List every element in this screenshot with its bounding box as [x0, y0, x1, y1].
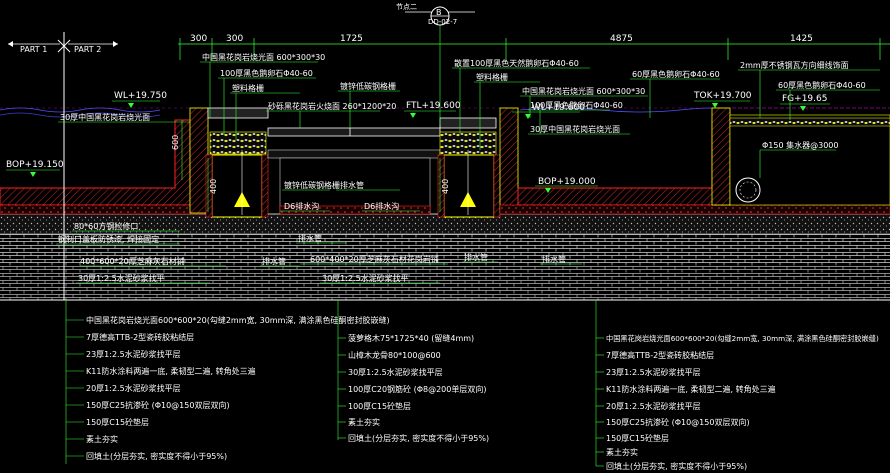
ground-layers — [0, 213, 890, 301]
note-d6-trench-a: D6排水沟 — [284, 201, 319, 211]
note-pebble-60-b: 60厚黑色鹅卵石Φ40-60 — [778, 80, 866, 90]
right-pool-structure — [499, 107, 890, 215]
compact-soil-band — [0, 264, 890, 300]
elevation-tok: TOK+19.700 — [693, 91, 752, 101]
left-pool-structure — [0, 107, 269, 215]
layer-left-2: 7厚德高TTB-2型瓷砖胶粘结层 — [86, 332, 194, 342]
layer-right-9: 回填土(分层夯实, 密实度不得小于95%) — [606, 461, 747, 471]
note-paving-left: 400*600*20厚芝麻灰石材铺 — [80, 256, 185, 266]
note-drain-pipe-a: 排水管 — [340, 180, 364, 190]
dim-4875: 4875 — [610, 34, 633, 44]
layer-mid-2: 山樟木龙骨80*100@600 — [348, 350, 441, 360]
section-cut-marker — [8, 32, 118, 300]
note-steel-grating-mid: 镀锌低碳钢格栅 — [284, 180, 340, 190]
note-mortar-left: 30厚1:2.5水泥砂浆找平 — [78, 273, 165, 283]
elevation-wl-left: WL+19.750 — [114, 91, 167, 101]
layer-mid-7: 回填土(分层夯实, 密实度不得小于95%) — [348, 433, 489, 443]
layer-right-5: 20厚1:2.5水泥砂浆找平层 — [606, 401, 701, 411]
layer-right-3: 23厚1:2.5水泥砂浆找平层 — [606, 367, 701, 377]
top-note-leaders — [200, 61, 880, 150]
dim-600-vertical: 600 — [171, 135, 180, 150]
elevation-markers — [30, 103, 806, 193]
elevation-wl-mid: WL+19.600 — [532, 103, 585, 113]
note-pebble-left: 100厚黑色鹅卵石Φ40-60 — [220, 68, 313, 78]
soil-band — [0, 234, 890, 264]
side-note-leaders — [58, 121, 836, 178]
layer-left-3: 23厚1:2.5水泥砂浆找平层 — [86, 349, 181, 359]
layer-mid-3: 30厚1:2.5水泥砂浆找平层 — [348, 367, 443, 377]
layer-left-8: 素土夯实 — [86, 434, 118, 444]
layer-mid-6: 素土夯实 — [348, 417, 380, 427]
detail-letter: B — [436, 8, 442, 17]
note-pebble-60-a: 60厚黑色鹅卵石Φ40-60 — [632, 69, 720, 79]
mid-note-leaders — [56, 189, 582, 284]
note-access-hatch: 80*60方钢检修口 — [74, 221, 138, 231]
note-scattered-pebble: 散置100厚黑色天然鹅卵石Φ40-60 — [454, 58, 579, 68]
layer-mid-5: 100厚C15砼垫层 — [348, 401, 411, 411]
dim-300-b: 300 — [226, 34, 243, 44]
layer-left-5: 20厚1:2.5水泥砂浆找平层 — [86, 383, 181, 393]
vertical-dimensions — [181, 120, 441, 212]
left-drain-pit — [205, 150, 269, 218]
note-plastic-grid-right: 塑料格栅 — [476, 72, 508, 82]
layer-left-1: 中国黑花岗岩烧光面600*600*20(勾缝2mm宽, 30mm深, 满涂黑色硅… — [86, 315, 390, 325]
layer-right-4: K11防水涂料两遍一底, 柔韧型二遍, 转角处三遍 — [606, 384, 776, 394]
water-line — [0, 107, 890, 118]
layer-right-6: 150厚C25抗渗砼 (Φ10@150双层双向) — [606, 417, 750, 427]
layer-legend-leaders — [65, 300, 604, 467]
layer-right-1: 中国黑花岗岩烧光面600*600*20(勾缝2mm宽, 30mm深, 满涂黑色硅… — [606, 334, 879, 343]
layer-left-4: K11防水涂料两遍一底, 柔韧型二遍, 转角处三遍 — [86, 366, 256, 376]
note-granite-flamed: 砂砾黑花岗岩火烧面 260*1200*20 — [268, 101, 396, 111]
detail-drawing-no: DD-02-7 — [428, 18, 457, 26]
layer-left-6: 150厚C25抗渗砼 (Φ10@150双层双向) — [86, 400, 230, 410]
detail-ref: 节点二 — [396, 3, 417, 11]
layer-left-9: 回填土(分层夯实, 密实度不得小于95%) — [86, 451, 227, 461]
right-drain-pit — [437, 117, 501, 218]
layer-mid-1: 菠萝格木75*1725*40 (留缝4mm) — [348, 333, 474, 343]
layer-right-2: 7厚德高TTB-2型瓷砖胶粘结层 — [606, 350, 714, 360]
note-d6-trench-b: D6排水沟 — [364, 201, 399, 211]
part2-label: PART 2 — [74, 45, 101, 54]
layer-right-8: 素土夯实 — [606, 447, 638, 457]
note-pebble-right: 100厚黑色鹅卵石Φ40-60 — [530, 100, 623, 110]
layer-left-7: 150厚C15砼垫层 — [86, 417, 149, 427]
note-mortar-mid: 30厚1:2.5水泥砂浆找平 — [322, 273, 409, 283]
dim-1725: 1725 — [340, 34, 363, 44]
note-drain-pipe-e: 排水管 — [542, 254, 566, 264]
dim-300-a: 300 — [190, 34, 207, 44]
elevation-fg: FG+19.65 — [782, 94, 827, 104]
note-collector: Φ150 集水器@3000 — [762, 140, 838, 150]
dim-1425: 1425 — [790, 34, 813, 44]
layer-right-7: 150厚C15砼垫层 — [606, 433, 669, 443]
elevation-ftl: FTL+19.600 — [406, 101, 461, 111]
note-steel-grating-top: 镀锌低碳钢格栅 — [340, 81, 396, 91]
gravel-band — [0, 214, 890, 234]
top-dimension-chain — [178, 38, 890, 60]
note-granite-cap-left: 中国黑花岗岩烧光面 600*300*30 — [202, 52, 325, 62]
note-hatch-cover: 钢制口盖板防锈漆, 焊接固定 — [58, 234, 159, 244]
elevation-bop-left: BOP+19.150 — [6, 160, 64, 170]
note-coping-left: 30厚中国黑花岗岩烧光面 — [60, 112, 150, 122]
note-stainless-finish: 2mm厚不锈钢瓦方向细线饰面 — [740, 60, 849, 70]
dim-400-right: 400 — [441, 179, 450, 194]
part1-label: PART 1 — [20, 45, 47, 54]
note-drain-pipe-d: 排水管 — [464, 252, 488, 262]
layer-mid-4: 100厚C20钢筋砼 (Φ8@200单层双向) — [348, 384, 486, 394]
note-plastic-grid-left: 塑料格栅 — [232, 83, 264, 93]
note-coping-right: 30厚中国黑花岗岩烧光面 — [530, 124, 620, 134]
dim-400-left: 400 — [209, 179, 218, 194]
note-paving-mid: 600*400*20厚芝麻灰石材花岗岩铺 — [310, 254, 439, 264]
note-drain-pipe-b: 排水管 — [298, 233, 322, 243]
elevation-leaders — [6, 100, 830, 187]
note-drain-pipe-c: 排水管 — [262, 256, 286, 266]
elevation-bop-mid: BOP+19.000 — [538, 177, 596, 187]
detail-callout — [405, 6, 475, 125]
note-granite-cap-right: 中国黑花岗岩烧光面 600*300*30 — [522, 86, 645, 96]
timber-deck — [267, 127, 441, 215]
